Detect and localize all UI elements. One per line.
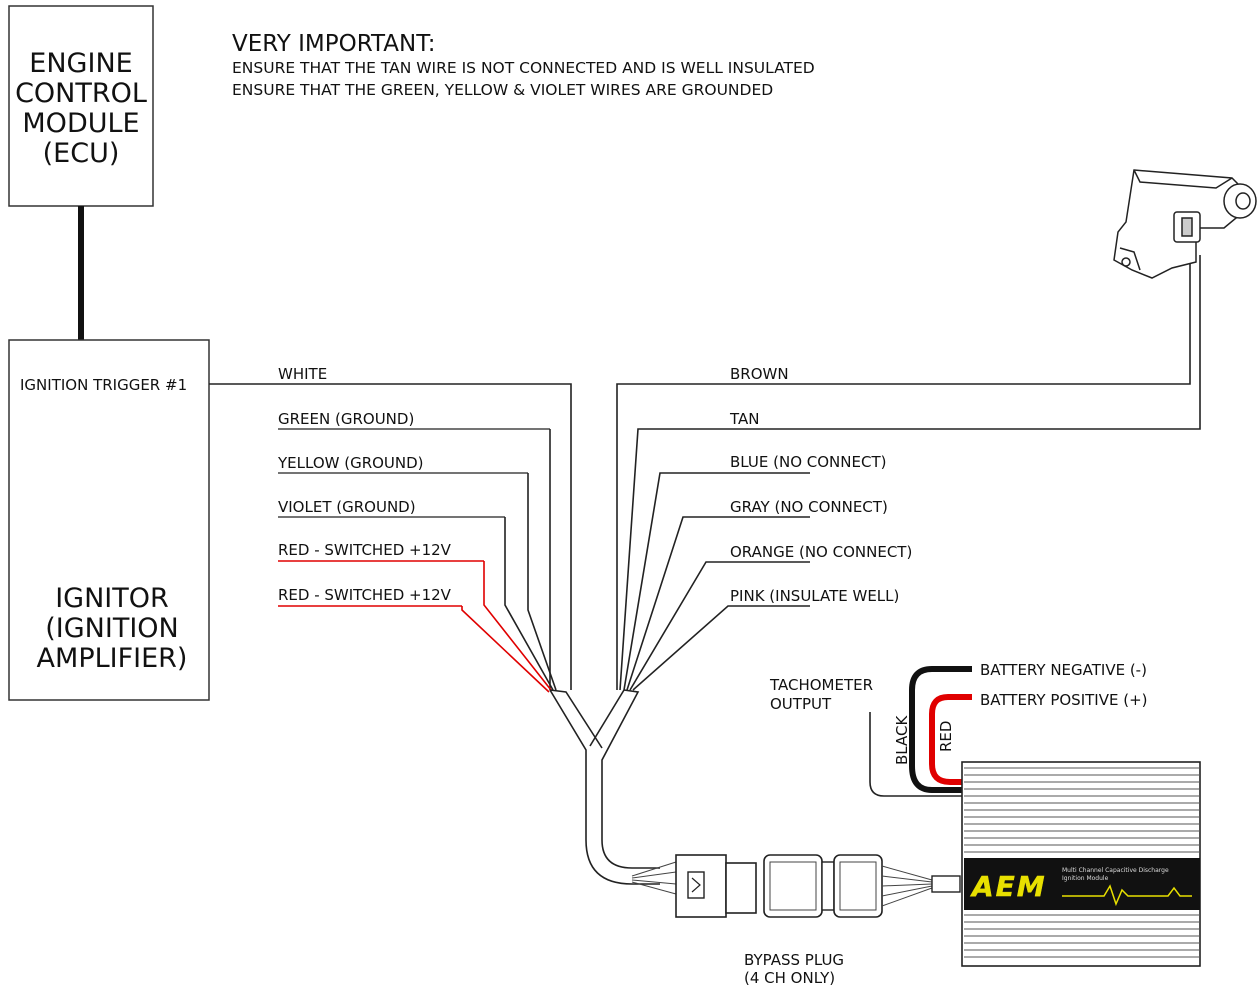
power-wires: TACHOMETER OUTPUT BLACK RED BATTERY NEGA… <box>769 661 1147 797</box>
ignitor-box: IGNITION TRIGGER #1 IGNITOR (IGNITION AM… <box>8 339 210 701</box>
wire-label-green: GREEN (GROUND) <box>278 410 414 428</box>
wire-label-gray: GRAY (NO CONNECT) <box>730 498 888 516</box>
wire-label-brown: BROWN <box>730 365 789 383</box>
battery-negative-label: BATTERY NEGATIVE (-) <box>980 661 1147 679</box>
wire-label-red-2: RED - SWITCHED +12V <box>278 586 452 604</box>
wire-label-orange: ORANGE (NO CONNECT) <box>730 543 912 561</box>
wire-label-tan: TAN <box>729 410 759 428</box>
right-harness: BROWN TAN BLUE (NO CONNECT) GRAY (NO CON… <box>616 255 1201 691</box>
ignition-coil <box>1113 169 1257 279</box>
ignitor-line-2: (IGNITION <box>45 613 178 644</box>
bypass-plug: BYPASS PLUG (4 CH ONLY) <box>631 854 961 987</box>
wire-tan <box>619 255 1201 691</box>
pulse-trace <box>1062 884 1192 907</box>
wire-violet <box>504 517 554 691</box>
wire-gray <box>626 516 810 691</box>
wire-blue <box>623 472 810 691</box>
ecu-line-3: MODULE <box>22 108 139 139</box>
ecu-line-2: CONTROL <box>15 78 147 109</box>
red-wire-label: RED <box>937 721 955 752</box>
cdi-module: AEM Multi Channel Capacitive Discharge I… <box>961 761 1201 967</box>
wire-brown <box>616 255 1191 690</box>
wire-label-white: WHITE <box>278 365 327 383</box>
aem-logo: AEM <box>970 870 1047 903</box>
wire-yellow <box>527 473 557 691</box>
ignitor-line-3: AMPLIFIER) <box>37 643 188 674</box>
bypass-label-line-2: (4 CH ONLY) <box>744 969 835 987</box>
tach-output-line-1: TACHOMETER <box>769 676 873 694</box>
tach-output-line-2: OUTPUT <box>770 695 832 713</box>
ecu-line-1: ENGINE <box>29 48 132 79</box>
wire-pink <box>632 605 810 691</box>
left-harness: WHITE GREEN (GROUND) YELLOW (GROUND) VIO… <box>209 365 572 693</box>
wire-red-1 <box>483 561 552 691</box>
ignition-trigger-label: IGNITION TRIGGER #1 <box>20 376 187 394</box>
ecu-line-4: (ECU) <box>43 138 120 169</box>
warning-line-1: ENSURE THAT THE TAN WIRE IS NOT CONNECTE… <box>232 59 815 77</box>
ecu-box: ENGINE CONTROL MODULE (ECU) <box>8 5 154 207</box>
module-fins <box>964 767 1200 958</box>
warning-title: VERY IMPORTANT: <box>232 31 436 57</box>
wire-label-red-1: RED - SWITCHED +12V <box>278 541 452 559</box>
wire-label-blue: BLUE (NO CONNECT) <box>730 453 886 471</box>
battery-positive-label: BATTERY POSITIVE (+) <box>980 691 1147 709</box>
harness-sheath <box>549 689 660 885</box>
warning-line-2: ENSURE THAT THE GREEN, YELLOW & VIOLET W… <box>232 81 773 99</box>
module-subtitle-1: Multi Channel Capacitive Discharge <box>1062 867 1169 874</box>
wire-label-violet: VIOLET (GROUND) <box>278 498 416 516</box>
wire-orange <box>629 561 810 691</box>
module-subtitle-2: Ignition Module <box>1062 875 1109 882</box>
wire-white <box>209 383 572 690</box>
wire-red-2 <box>461 606 550 693</box>
warning-block: VERY IMPORTANT: ENSURE THAT THE TAN WIRE… <box>232 31 815 99</box>
black-wire-label: BLACK <box>893 715 911 765</box>
ignitor-line-1: IGNITOR <box>55 583 169 614</box>
wire-label-pink: PINK (INSULATE WELL) <box>730 587 899 605</box>
bypass-label-line-1: BYPASS PLUG <box>744 951 844 969</box>
wire-label-yellow: YELLOW (GROUND) <box>277 454 424 472</box>
